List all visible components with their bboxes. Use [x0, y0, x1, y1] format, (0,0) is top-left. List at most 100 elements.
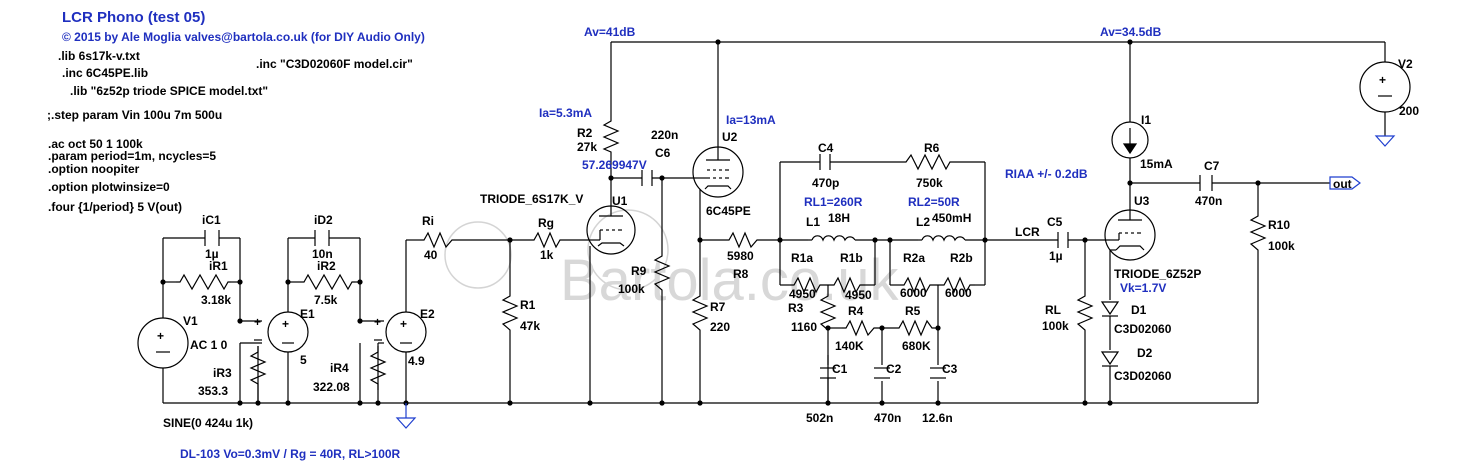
label-R10-value: 100k — [1268, 239, 1295, 253]
resistor-R1a — [790, 276, 828, 294]
resistor-R2 — [602, 115, 620, 155]
label-L1-value: 18H — [828, 211, 850, 225]
label-D2: D2 — [1137, 346, 1153, 360]
pentode-U2 — [692, 146, 744, 198]
label-iD2-value: 10n — [312, 247, 333, 261]
resistor-iR3 — [249, 346, 267, 403]
label-D1: D1 — [1131, 303, 1147, 317]
label-Rg-value: 1k — [540, 248, 554, 262]
annotation-rl1: RL1=260R — [804, 195, 863, 209]
schematic-title: LCR Phono (test 05) — [62, 9, 205, 26]
annotation-riaa: RIAA +/- 0.2dB — [1005, 167, 1088, 181]
label-R2-value: 27k — [577, 140, 597, 154]
label-C4: C4 — [818, 141, 834, 155]
capacitor-C6 — [641, 170, 653, 186]
label-iR4-value: 322.08 — [313, 380, 350, 394]
label-R8-value: 5980 — [727, 249, 754, 263]
annotation-av1: Av=41dB — [584, 25, 636, 39]
triode-U1 — [586, 205, 636, 255]
resistor-R2a — [900, 276, 938, 294]
capacitor-C7 — [1199, 175, 1213, 191]
label-R1: R1 — [520, 298, 536, 312]
label-C4-value: 470p — [812, 176, 839, 190]
resistor-R4 — [842, 319, 878, 337]
voltage-source-V1: + — [137, 317, 189, 369]
capacitor-iD2 — [314, 230, 330, 246]
label-R2: R2 — [577, 126, 593, 140]
resistor-R7 — [691, 290, 709, 340]
label-C1-value: 502n — [806, 411, 833, 425]
label-LCR: LCR — [1015, 225, 1040, 239]
directive-option2: .option plotwinsize=0 — [48, 180, 170, 194]
capacitor-C5 — [1057, 232, 1069, 248]
resistor-R6 — [900, 153, 954, 171]
label-iR4: iR4 — [330, 361, 349, 375]
label-R5: R5 — [905, 304, 921, 318]
label-E1-value: 5 — [300, 353, 307, 367]
label-C5: C5 — [1047, 215, 1063, 229]
label-Ri-value: 40 — [424, 248, 438, 262]
label-U2: U2 — [722, 130, 738, 144]
svg-text:+: + — [254, 315, 261, 329]
annotation-vk: Vk=1.7V — [1120, 281, 1166, 295]
label-R10: R10 — [1268, 218, 1290, 232]
label-C3: C3 — [942, 362, 958, 376]
resistor-R2b — [938, 276, 975, 294]
label-iR3-value: 353.3 — [198, 384, 228, 398]
label-RL: RL — [1045, 303, 1061, 317]
label-V1-value: AC 1 0 — [190, 338, 228, 352]
annotation-ia2: Ia=13mA — [726, 113, 776, 127]
label-E1: E1 — [300, 307, 315, 321]
label-R1-value: 47k — [520, 319, 540, 333]
label-C7: C7 — [1204, 159, 1220, 173]
resistor-R10 — [1249, 210, 1267, 260]
capacitor-C2 — [874, 367, 890, 379]
capacitor-C4 — [819, 154, 831, 170]
label-R8: R8 — [733, 267, 749, 281]
svg-text:+: + — [282, 317, 289, 331]
label-R6: R6 — [924, 141, 940, 155]
resistor-R9 — [653, 250, 671, 300]
label-I1: I1 — [1141, 113, 1151, 127]
voltage-source-V2: + — [1359, 61, 1411, 113]
current-source-I1 — [1111, 121, 1149, 159]
label-U2-model: 6C45PE — [706, 204, 751, 218]
label-R3: R3 — [788, 301, 804, 315]
svg-text:+: + — [1379, 73, 1386, 87]
label-C3-value: 12.6n — [922, 411, 953, 425]
copyright-notice: © 2015 by Ale Moglia valves@bartola.co.u… — [62, 30, 425, 44]
label-R1b-value: 4950 — [845, 288, 872, 302]
directive-param: .param period=1m, ncycles=5 — [48, 149, 216, 163]
label-Ri: Ri — [422, 214, 434, 228]
label-iC1-value: 1µ — [205, 247, 219, 261]
label-R1a: R1a — [791, 251, 813, 265]
directive-ac: .ac oct 50 1 100k — [48, 137, 143, 151]
label-L2-value: 450mH — [932, 211, 971, 225]
annotation-node-voltage: 57.269947V — [582, 158, 647, 172]
label-C6: C6 — [655, 146, 671, 160]
resistor-iR2 — [300, 273, 355, 291]
capacitor-C3 — [930, 367, 946, 379]
watermark-text: Bartola.co.uk — [560, 248, 900, 313]
label-iR2-value: 7.5k — [314, 293, 338, 307]
svg-text:+: + — [400, 317, 407, 331]
vcvs-E1: + + — [254, 311, 309, 353]
ground-symbol-main — [395, 403, 417, 429]
label-U1-model: TRIODE_6S17K_V — [480, 192, 583, 206]
watermark-logo: Bartola.co.uk — [444, 209, 900, 313]
svg-text:+: + — [157, 329, 164, 343]
label-RL-value: 100k — [1042, 319, 1069, 333]
svg-text:+: + — [374, 315, 381, 329]
junctions — [160, 39, 1261, 406]
label-R1a-value: 4950 — [789, 287, 816, 301]
label-R9: R9 — [631, 264, 647, 278]
directive-inc1: .inc 6C45PE.lib — [62, 66, 148, 80]
label-iR3: iR3 — [213, 366, 232, 380]
label-D2-value: C3D02060 — [1114, 369, 1172, 383]
label-R4-value: 140K — [835, 339, 864, 353]
directive-lib1: .lib 6s17k-v.txt — [58, 49, 140, 63]
label-C7-value: 470n — [1195, 194, 1222, 208]
label-R2a: R2a — [903, 251, 925, 265]
label-iR1-value: 3.18k — [201, 293, 231, 307]
label-V2: V2 — [1398, 57, 1413, 71]
